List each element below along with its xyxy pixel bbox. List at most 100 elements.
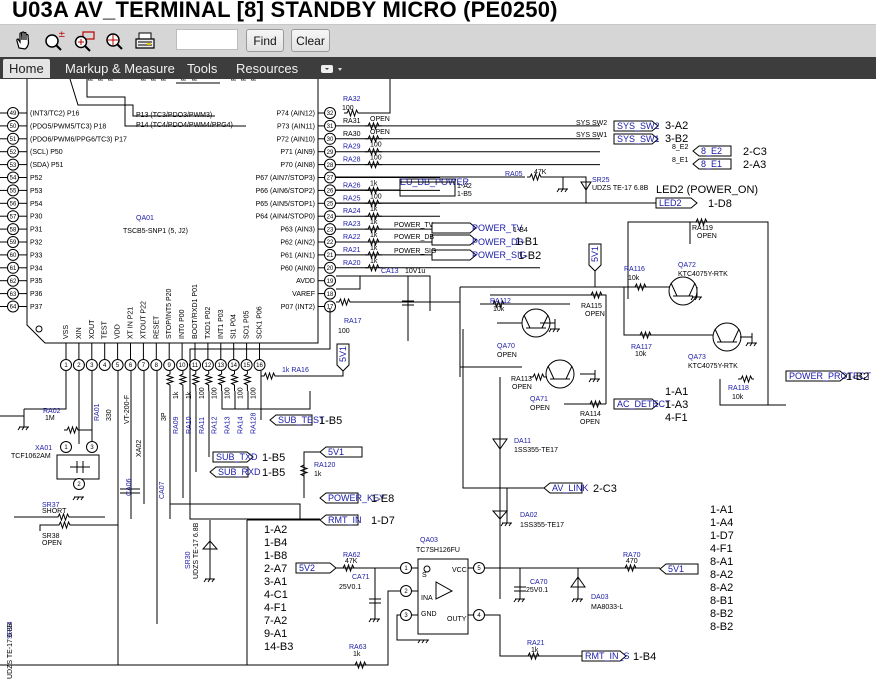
menu-tab-tools[interactable]: Tools: [187, 61, 218, 76]
left-pin-label: (SDA) P51: [30, 162, 64, 169]
sheet-reference: 1-A4: [710, 517, 733, 529]
zoom-in-out-icon[interactable]: ±: [43, 30, 67, 52]
pin-circle: [124, 359, 137, 371]
pin-circle: [163, 359, 176, 371]
right-pin-label: P72 (AIN10): [276, 136, 315, 143]
sheet-reference: 3-A1: [264, 576, 287, 588]
pin: 2: [400, 585, 412, 597]
resistor-symbol: [530, 372, 547, 382]
bottom-pin-label: SO1 P05: [244, 310, 251, 339]
resistor-symbol: [490, 299, 510, 309]
ground-icon: [556, 188, 568, 193]
pin: 49: [7, 107, 19, 119]
pin-number: 16: [256, 363, 263, 369]
net-tag: SYS_SW2: [613, 120, 660, 132]
pan-hand-icon[interactable]: [12, 30, 36, 52]
transistor-ref: QA70: [497, 343, 515, 350]
net-tag-shape: [319, 492, 359, 504]
top-pin-label: P11: [98, 79, 105, 81]
diode-part: 1SS355-TE17: [520, 522, 564, 529]
pin-number: 60: [10, 253, 17, 259]
resistor-value: 100: [370, 193, 382, 200]
pin-number: 29: [327, 150, 334, 156]
pin-number: 26: [327, 189, 334, 195]
right-pin-label: P71 (AIN9): [280, 149, 315, 156]
pin-circle: [7, 274, 19, 287]
net-tag: SUB_RXD: [209, 466, 261, 478]
left-pin-label: P30: [30, 214, 43, 221]
pin-number: 52: [10, 150, 17, 156]
resistor-value: OPEN: [370, 129, 390, 136]
diode-part: UDZS TE-17 6.8B: [193, 522, 200, 579]
right-pin-label: P65 (AIN5/STOP1): [256, 201, 315, 208]
search-input[interactable]: [176, 29, 238, 50]
pin: 31: [324, 119, 336, 132]
sheet-reference: 3-A2: [665, 120, 688, 132]
menu-tab-resources[interactable]: Resources: [236, 61, 299, 76]
pin: 9: [163, 359, 176, 371]
find-button[interactable]: Find: [246, 29, 284, 52]
diode-ref: DA02: [520, 512, 538, 519]
resistor-value: 100: [199, 387, 206, 399]
pin-circle: [400, 609, 412, 621]
transistor-part: KTC4075Y-RTK: [688, 363, 738, 370]
pin: 7: [137, 359, 150, 371]
value: SHORT: [42, 508, 67, 515]
sheet-reference: 8-A1: [710, 556, 733, 568]
net-tag-shape: [431, 234, 477, 246]
pin-number: 1: [64, 445, 68, 451]
resistor-symbol: [588, 290, 605, 300]
capacitor-value: 25V0.1: [526, 587, 548, 594]
menu-tab-home[interactable]: Home: [3, 59, 50, 78]
pin: 52: [7, 145, 19, 158]
resistor-symbol: [365, 121, 382, 131]
sheet-reference: 14-B3: [264, 641, 293, 653]
ground-icon: [588, 378, 600, 383]
schematic-drawing: QA01 TSCB5-SNP1 (5, J2) P12P11P10P46P45P…: [0, 79, 872, 679]
menu-tab-markup-measure[interactable]: Markup & Measure: [65, 61, 175, 76]
diode-part: UDZS TE-17 6.8B: [592, 185, 649, 192]
net-tag: [431, 234, 477, 246]
resistor-value: 100: [342, 105, 354, 112]
chat-dropdown-icon[interactable]: [320, 62, 346, 74]
pin: 20: [324, 261, 336, 274]
pin-number: 30: [327, 137, 334, 143]
sheet-reference: 1-B5: [319, 415, 342, 427]
resistor-symbol: [365, 160, 382, 170]
pin-number: 27: [327, 176, 334, 182]
resistor-symbol: [365, 224, 382, 234]
pin-number: 18: [327, 292, 334, 298]
print-icon[interactable]: [133, 30, 157, 52]
resistor-ref: RA20: [343, 260, 361, 267]
resistor-ref: RA28: [343, 157, 361, 164]
net-tag-label: RMT_IN: [328, 515, 362, 525]
ground-icon: [500, 522, 512, 527]
schematic-canvas[interactable]: QA01 TSCB5-SNP1 (5, J2) P12P11P10P46P45P…: [0, 79, 876, 685]
sheet-reference: 2-A7: [264, 563, 287, 575]
transistor-part: OPEN: [530, 405, 550, 412]
pin-circle: [214, 359, 227, 371]
resistor-ref: RA25: [343, 195, 361, 202]
net-tag-label: POWER_SIG: [472, 250, 527, 260]
pin-circle: [72, 359, 85, 371]
pin-circle: [73, 478, 85, 490]
resistor-ref: RA05: [505, 171, 523, 178]
capacitor-ref: CA06: [126, 478, 133, 496]
net-tag-shape: [319, 514, 359, 526]
pin-number: 2: [404, 589, 408, 595]
clear-button[interactable]: Clear: [291, 29, 330, 52]
pin: 63: [7, 287, 19, 300]
resistor-value: 100: [370, 155, 382, 162]
pin-number: 31: [327, 124, 334, 130]
resistor-ref: RA118: [728, 385, 749, 392]
net-tag-shape: [659, 563, 699, 575]
resistor-value: OPEN: [512, 384, 532, 391]
pin: 11: [189, 359, 201, 371]
left-pin-label: (INT3/TC2) P16: [30, 111, 80, 118]
zoom-window-icon[interactable]: [73, 30, 97, 52]
pin-circle: [150, 359, 163, 371]
zoom-fit-icon[interactable]: [103, 30, 127, 52]
pin-circle: [240, 359, 253, 371]
net-tag-shape: [613, 133, 659, 145]
top-pin-label: P76 (AIN: [241, 79, 248, 81]
